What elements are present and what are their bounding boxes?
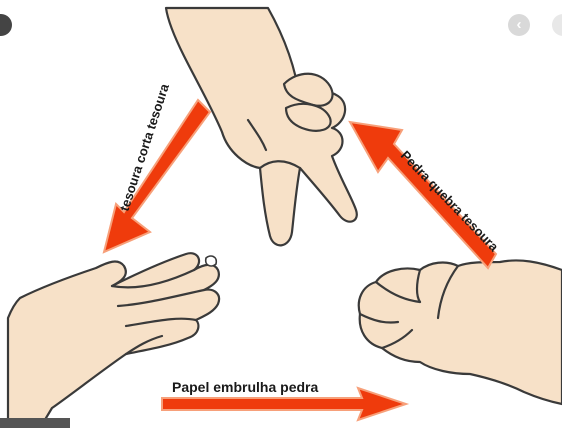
- label-papel-embrulha-pedra: Papel embrulha pedra: [172, 379, 318, 395]
- label-pedra-quebra-tesoura: Pedra quebra tesoura: [398, 148, 502, 255]
- next-image-button[interactable]: ‹: [508, 14, 530, 36]
- rock-fist: [359, 260, 562, 404]
- arrow-up-left: [350, 122, 496, 268]
- chevron-left-icon: ‹: [508, 14, 530, 36]
- corner-strip: [0, 418, 70, 428]
